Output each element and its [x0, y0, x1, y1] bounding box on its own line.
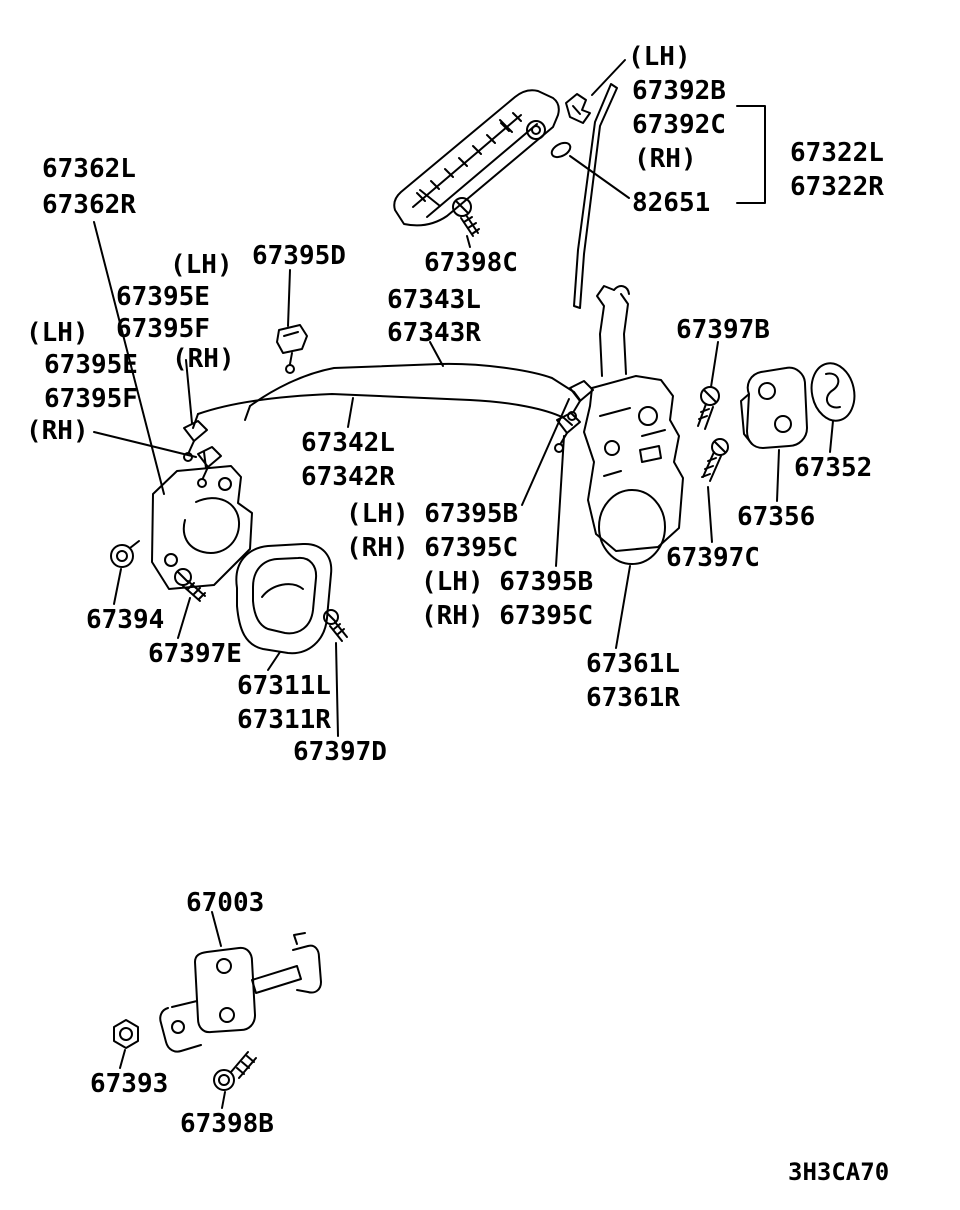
part-label-67311r: 67311R: [237, 705, 331, 735]
part-label-67394: 67394: [86, 605, 165, 635]
door-check-67003-drawing: [159, 932, 322, 1053]
part-label-67322r: 67322R: [790, 172, 884, 202]
part-label-67342l: 67342L: [301, 428, 395, 458]
door-seal-strip-drawing: [573, 83, 618, 309]
rod-67343-drawing: [244, 362, 581, 421]
qualifier-rh-67395f-upper: (RH): [172, 344, 235, 374]
part-label-67395b-upper: (LH) 67395B: [346, 499, 519, 529]
screw-67397e-drawing: [174, 568, 206, 602]
part-label-67356: 67356: [737, 502, 816, 532]
grommet-67394-drawing: [110, 540, 140, 568]
screw-67397b-drawing: [697, 386, 720, 430]
part-label-67395f-left: 67395F: [44, 384, 138, 414]
part-label-67392c: 67392C: [632, 110, 726, 140]
qualifier-rh-67395f-left: (RH): [26, 416, 89, 446]
rod-clip-67395bc-lower-drawing: [554, 412, 581, 453]
part-label-67395f-upper: 67395F: [116, 314, 210, 344]
rod-67342-drawing: [192, 393, 573, 429]
part-label-67395e-upper: 67395E: [116, 282, 210, 312]
screw-67397c-drawing: [701, 438, 729, 482]
part-label-67395c-upper: (RH) 67395C: [346, 533, 519, 563]
part-label-67003: 67003: [186, 888, 265, 918]
outside-door-handle-drawing: [393, 89, 560, 227]
handle-clip-67392-drawing: [565, 93, 591, 124]
part-label-67398b: 67398B: [180, 1109, 274, 1139]
part-label-67352: 67352: [794, 453, 873, 483]
part-label-67397b: 67397B: [676, 315, 770, 345]
drawing-code: 3H3CA70: [788, 1158, 890, 1186]
qualifier-rh-67392c: (RH): [634, 144, 697, 174]
part-label-67395d: 67395D: [252, 241, 346, 271]
bolt-67398b-drawing: [213, 1051, 257, 1091]
screw-67397d-drawing: [323, 609, 348, 642]
part-label-67343r: 67343R: [387, 318, 481, 348]
inside-handle-bracket-67362-drawing: [151, 451, 253, 590]
clip-67395d-drawing: [276, 324, 308, 374]
part-label-67397e: 67397E: [148, 639, 242, 669]
part-label-67395b-lower: (LH) 67395B: [421, 567, 594, 597]
part-label-67362r: 67362R: [42, 190, 136, 220]
cam-67352-drawing: [810, 362, 856, 422]
gasket-82651-drawing: [550, 141, 572, 159]
nut-67393-drawing: [113, 1019, 139, 1049]
part-label-67361r: 67361R: [586, 683, 680, 713]
part-label-67361l: 67361L: [586, 649, 680, 679]
part-label-67322l: 67322L: [790, 138, 884, 168]
striker-67356-drawing: [740, 366, 808, 449]
qualifier-lh-67392b: (LH): [628, 42, 691, 72]
part-label-67395c-lower: (RH) 67395C: [421, 601, 594, 631]
qualifier-lh-67395e-left: (LH): [26, 318, 89, 348]
part-label-67397c: 67397C: [666, 543, 760, 573]
part-label-67343l: 67343L: [387, 285, 481, 315]
part-label-67362l: 67362L: [42, 154, 136, 184]
qualifier-lh-67395e-upper: (LH): [170, 250, 233, 280]
part-label-67393: 67393: [90, 1069, 169, 1099]
leader-lines: [93, 59, 834, 1109]
lock-assembly-67361-drawing: [583, 285, 684, 565]
part-label-67398c: 67398C: [424, 248, 518, 278]
part-label-67397d: 67397D: [293, 737, 387, 767]
part-label-67342r: 67342R: [301, 462, 395, 492]
part-label-67395e-left: 67395E: [44, 350, 138, 380]
screw-67398c-drawing: [452, 197, 480, 237]
part-label-82651: 82651: [632, 188, 711, 218]
inside-handle-bezel-67311-drawing: [235, 542, 333, 655]
part-label-67311l: 67311L: [237, 671, 331, 701]
rod-clip-67395bc-upper-drawing: [567, 380, 594, 421]
part-label-67392b: 67392B: [632, 76, 726, 106]
